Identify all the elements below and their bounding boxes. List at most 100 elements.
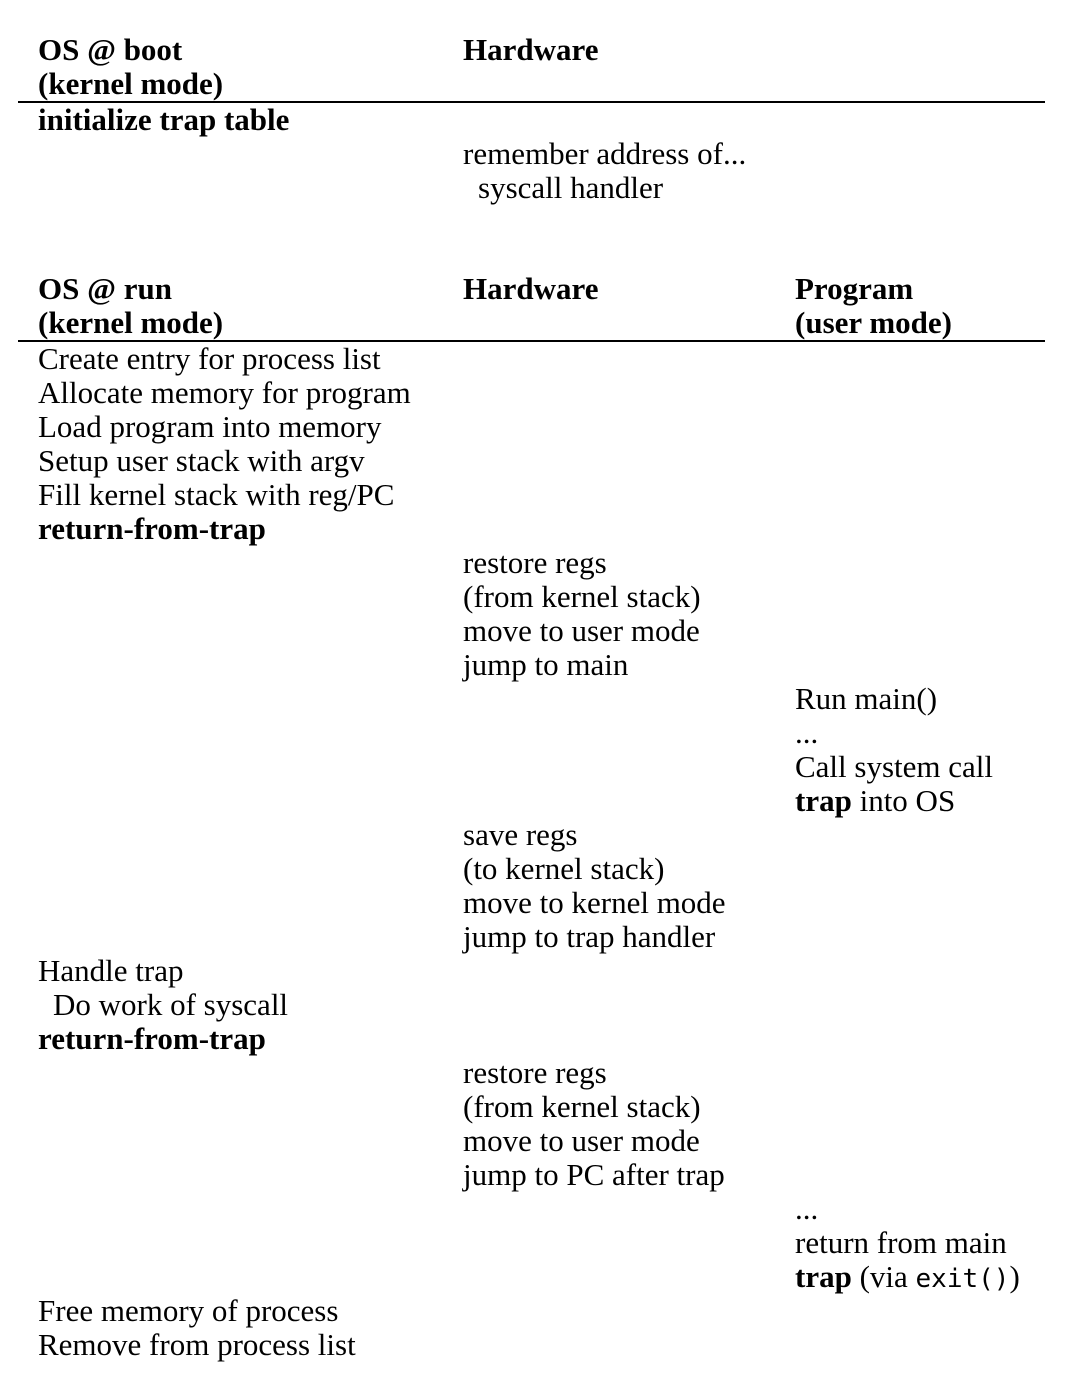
emphasis-text: return-from-trap [38,1021,266,1056]
protocol-step: ... [795,1192,1076,1226]
protocol-step: Free memory of process [38,1294,463,1328]
column-header-label: Program [795,271,914,306]
run-header-divider [18,340,1045,342]
protocol-row: return-from-trap [38,512,1076,546]
protocol-step: ... [795,716,1076,750]
protocol-row: jump to trap handler [38,920,1076,954]
header-cell-col0: OS @ run(kernel mode) [38,272,463,340]
step-text: Run main() [795,681,938,716]
step-text: return from main [795,1225,1007,1260]
step-text: move to user mode [463,1123,700,1158]
column-header-label: OS @ run [38,271,172,306]
step-text: move to user mode [463,613,700,648]
protocol-row: Run main() [38,682,1076,716]
protocol-step: return-from-trap [38,512,463,546]
step-text: Do work of syscall [53,987,289,1022]
emphasis-text: return-from-trap [38,511,266,546]
protocol-row: Fill kernel stack with reg/PC [38,478,1076,512]
protocol-row: trap into OS [38,784,1076,818]
protocol-step: restore regs [463,546,795,580]
boot-rows: initialize trap table remember address of… [0,103,1076,205]
boot-header-divider [18,101,1045,103]
step-text: Free memory of process [38,1293,339,1328]
protocol-step: move to user mode [463,614,795,648]
protocol-step: trap (via exit()) [795,1260,1076,1296]
header-cell-col2 [795,33,1076,101]
column-header-label: Hardware [463,271,599,306]
step-text: Allocate memory for program [38,375,411,410]
step-text: Handle trap [38,953,184,988]
protocol-row: move to user mode [38,614,1076,648]
protocol-row: ... [38,1192,1076,1226]
step-text: save regs [463,817,578,852]
protocol-step: Call system call [795,750,1076,784]
step-text: jump to PC after trap [463,1157,725,1192]
protocol-row: Do work of syscall [38,988,1076,1022]
emphasis-text: initialize trap table [38,102,290,137]
code-text: exit() [915,1264,1010,1294]
protocol-row: save regs [38,818,1076,852]
protocol-row: Allocate memory for program [38,376,1076,410]
step-text: Fill kernel stack with reg/PC [38,477,395,512]
protocol-step: Do work of syscall [38,988,463,1022]
protocol-row: Setup user stack with argv [38,444,1076,478]
step-text: (from kernel stack) [463,579,701,614]
column-header-label: OS @ boot [38,32,183,67]
step-text: ... [795,715,819,750]
protocol-row: Remove from process list [38,1328,1076,1362]
protocol-step: return-from-trap [38,1022,463,1056]
protocol-row: (from kernel stack) [38,580,1076,614]
protocol-step: Setup user stack with argv [38,444,463,478]
protocol-step: syscall handler [463,171,795,205]
step-text: jump to trap handler [463,919,716,954]
protocol-row: remember address of... [38,137,1076,171]
step-text: Remove from process list [38,1327,356,1362]
protocol-step: Create entry for process list [38,342,463,376]
step-text: jump to main [463,647,629,682]
step-text: Call system call [795,749,994,784]
protocol-step: move to kernel mode [463,886,795,920]
protocol-row: restore regs [38,1056,1076,1090]
protocol-step: jump to main [463,648,795,682]
step-text: Load program into memory [38,409,382,444]
step-text: move to kernel mode [463,885,726,920]
emphasis-text: trap [795,783,852,818]
protocol-step: jump to trap handler [463,920,795,954]
step-text: restore regs [463,1055,607,1090]
header-cell-col2: Program(user mode) [795,272,1076,340]
step-text: Create entry for process list [38,341,381,376]
protocol-row: return-from-trap [38,1022,1076,1056]
step-text: ) [1009,1259,1020,1294]
protocol-step: remember address of... [463,137,795,171]
section-os-boot: OS @ boot(kernel mode)Hardware initializ… [0,33,1076,205]
protocol-row: Handle trap [38,954,1076,988]
protocol-step: (to kernel stack) [463,852,795,886]
step-text: Setup user stack with argv [38,443,365,478]
protocol-row: jump to main [38,648,1076,682]
step-text: syscall handler [478,170,664,205]
protocol-row: (from kernel stack) [38,1090,1076,1124]
column-header-label: (kernel mode) [38,305,224,340]
protocol-step: trap into OS [795,784,1076,818]
header-cell-col1: Hardware [463,33,795,101]
step-text: ... [795,1191,819,1226]
header-cell-col1: Hardware [463,272,795,340]
boot-header-row: OS @ boot(kernel mode)Hardware [38,33,1076,101]
protocol-step: restore regs [463,1056,795,1090]
protocol-row: syscall handler [38,171,1076,205]
protocol-row: Create entry for process list [38,342,1076,376]
protocol-row: return from main [38,1226,1076,1260]
protocol-row: Free memory of process [38,1294,1076,1328]
step-text: restore regs [463,545,607,580]
protocol-step: Allocate memory for program [38,376,463,410]
protocol-step: Handle trap [38,954,463,988]
protocol-step: return from main [795,1226,1076,1260]
protocol-step: Remove from process list [38,1328,463,1362]
protocol-step: jump to PC after trap [463,1158,795,1192]
step-text: remember address of... [463,136,747,171]
protocol-row: Load program into memory [38,410,1076,444]
